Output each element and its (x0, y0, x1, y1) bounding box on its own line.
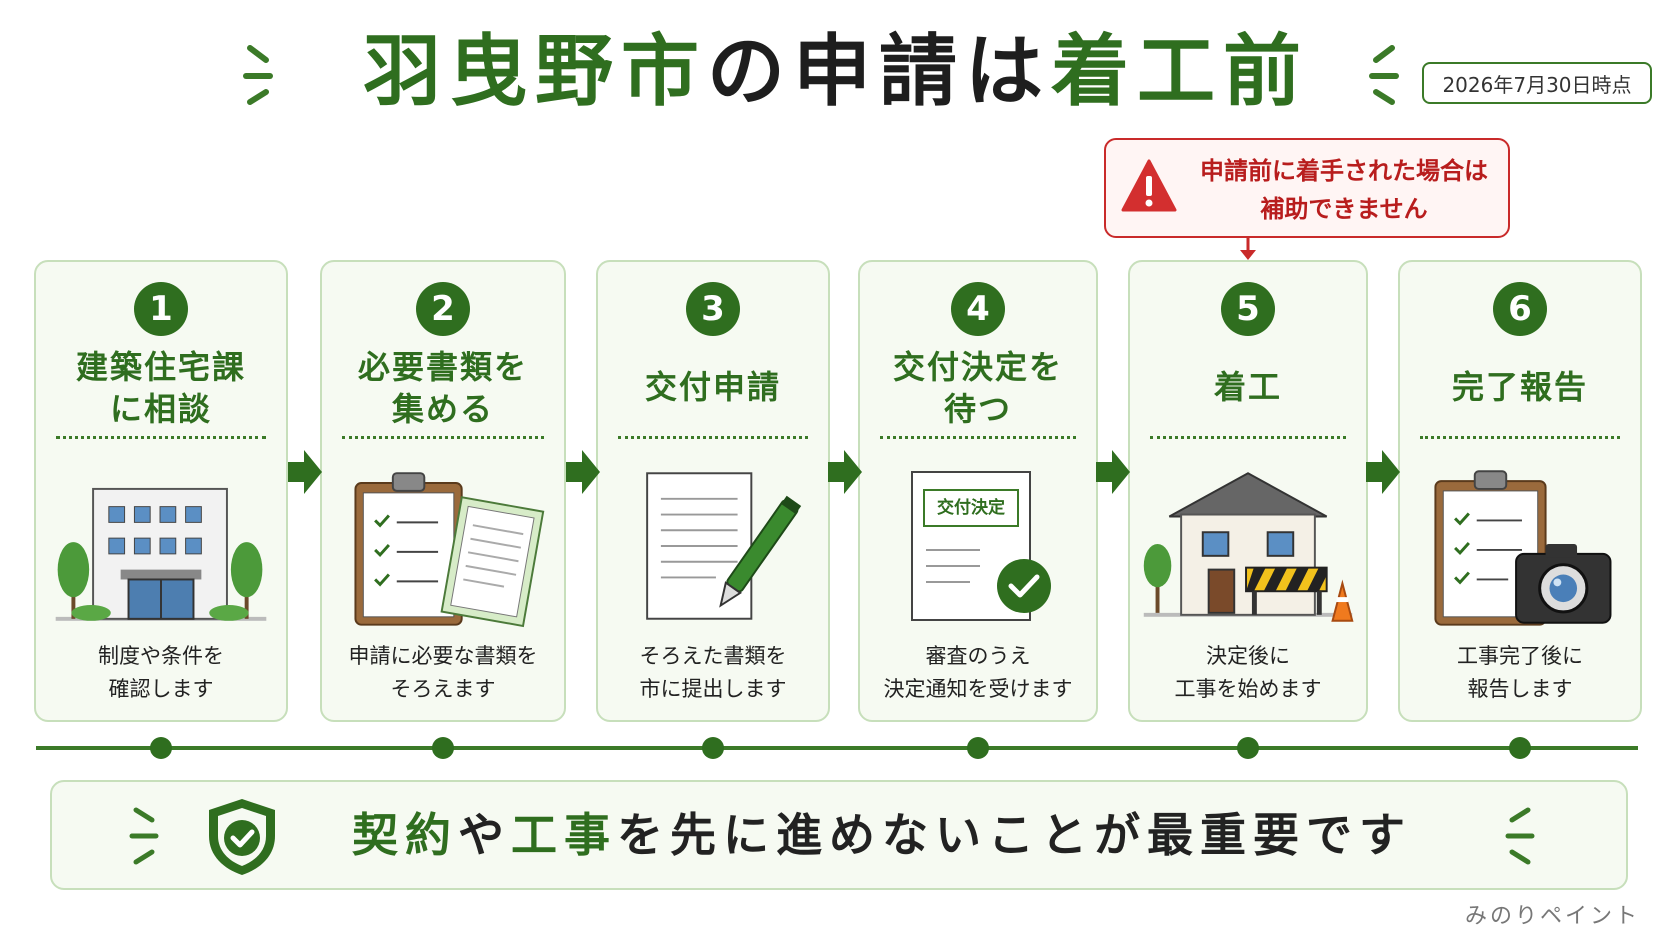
house-construction-icon (1143, 472, 1354, 622)
step-card-5: 5 着工 決定後に 工事を始めます (1128, 260, 1368, 722)
step-title: 完了報告 (1400, 366, 1640, 408)
step-description: 制度や条件を 確認します (36, 640, 286, 706)
step-desc-line2: そろえます (390, 677, 496, 701)
step-card-1: 1 建築住宅課 に相談 制度や条件を 確認します (34, 260, 288, 722)
timeline-dot (150, 737, 172, 759)
step-desc-line1: 審査のうえ (925, 644, 1031, 668)
step-desc-line1: 決定後に (1206, 644, 1290, 668)
step-title-line1: 交付申請 (644, 368, 781, 406)
bottom-text-part: や (458, 808, 511, 862)
step-number: 4 (951, 282, 1005, 336)
step-number: 2 (416, 282, 470, 336)
step-number: 6 (1493, 282, 1547, 336)
step-title-line2: 集める (391, 390, 494, 428)
step-description: そろえた書類を 市に提出します (598, 640, 828, 706)
step-description: 決定後に 工事を始めます (1130, 640, 1366, 706)
bottom-message: 契約や工事を先に進めないことが最重要です (352, 782, 1502, 888)
step-desc-line1: 制度や条件を (98, 644, 224, 668)
arrow-right-icon (288, 450, 322, 494)
step-title: 建築住宅課 に相談 (36, 346, 286, 430)
timeline-dot (702, 737, 724, 759)
warning-line1: 申請前に着手された場合は (1200, 157, 1488, 185)
step-title: 交付決定を 待つ (860, 346, 1096, 430)
step-title-line1: 建築住宅課 (75, 348, 246, 386)
divider (880, 436, 1076, 439)
arrow-right-icon (566, 450, 600, 494)
step-card-2: 2 必要書類を 集める 申請に必要な書類を そろえます (320, 260, 566, 722)
step-title-line2: 待つ (943, 390, 1012, 428)
page-title: 羽曳野市の申請は着工前 (0, 22, 1672, 122)
footer-brand: みのりペイント (1464, 904, 1640, 929)
step-title-line1: 必要書類を (357, 348, 528, 386)
sparkle-right-icon (1369, 45, 1399, 105)
step-description: 工事完了後に 報告します (1400, 640, 1640, 706)
step-title-line1: 完了報告 (1451, 368, 1588, 406)
divider (1420, 436, 1620, 439)
clipboard-camera-icon (1434, 470, 1612, 626)
sparkle-right-icon (1505, 807, 1535, 865)
bottom-message-box: 契約や工事を先に進めないことが最重要です (50, 780, 1628, 890)
title-emphasis: 着工前 (1051, 27, 1310, 117)
arrow-right-icon (1096, 450, 1130, 494)
step-card-6: 6 完了報告 工事完了後に 報告します (1398, 260, 1642, 722)
title-city: 羽曳野市 (362, 27, 707, 117)
step-number: 1 (134, 282, 188, 336)
step-desc-line2: 工事を始めます (1174, 677, 1322, 701)
warning-box: 申請前に着手された場合は 補助できません (1104, 138, 1510, 238)
step-title-line1: 着工 (1213, 368, 1282, 406)
timeline-dot (1237, 737, 1259, 759)
step-card-3: 3 交付申請 そろえた書類を 市に提出します (596, 260, 830, 722)
step-title: 交付申請 (598, 366, 828, 408)
warning-pointer-icon (1240, 238, 1256, 260)
warning-triangle-icon (1121, 159, 1177, 212)
step-title-line1: 交付決定を (892, 348, 1063, 386)
timeline-line (36, 746, 1638, 750)
warning-text: 申請前に着手された場合は 補助できません (1186, 152, 1502, 228)
step-desc-line2: 報告します (1467, 677, 1573, 701)
divider (1150, 436, 1346, 439)
sparkle-left-icon (243, 45, 273, 105)
shield-check-icon (209, 799, 275, 875)
building-icon (55, 487, 267, 621)
approval-document-graphic (911, 471, 1051, 621)
step-desc-line2: 確認します (108, 677, 214, 701)
arrow-right-icon (1366, 450, 1400, 494)
step-desc-line2: 決定通知を受けます (883, 677, 1073, 701)
step-card-4: 4 交付決定を 待つ 交付決定 審査のうえ 決定通知を受けます (858, 260, 1098, 722)
warning-line2: 補助できません (1260, 195, 1428, 223)
approval-stamp-label: 交付決定 (937, 498, 1005, 518)
bottom-text-part: を先に進めないことが最重要です (617, 808, 1412, 862)
step-desc-line1: そろえた書類を (639, 644, 787, 668)
step-number: 5 (1221, 282, 1275, 336)
approval-document-icon: 交付決定 (860, 458, 1096, 634)
divider (618, 436, 808, 439)
step-number: 3 (686, 282, 740, 336)
step-title: 必要書類を 集める (322, 346, 564, 430)
arrow-right-icon (828, 450, 862, 494)
step-desc-line2: 市に提出します (639, 677, 787, 701)
step-desc-line1: 工事完了後に (1457, 644, 1583, 668)
divider (342, 436, 544, 439)
bottom-emphasis-construction: 工事 (511, 808, 617, 862)
clipboard-documents-icon (354, 472, 545, 628)
bottom-emphasis-contract: 契約 (352, 808, 458, 862)
title-middle: の申請は (706, 27, 1051, 117)
sparkle-left-icon (129, 807, 159, 865)
divider (56, 436, 266, 439)
step-desc-line1: 申請に必要な書類を (348, 644, 538, 668)
step-title: 着工 (1130, 366, 1366, 408)
step-title-line2: に相談 (109, 390, 212, 428)
timeline-dot (1509, 737, 1531, 759)
step-description: 申請に必要な書類を そろえます (322, 640, 564, 706)
timeline-dot (432, 737, 454, 759)
step-description: 審査のうえ 決定通知を受けます (860, 640, 1096, 706)
date-badge: 2026年7月30日時点 (1422, 62, 1652, 104)
timeline-dot (967, 737, 989, 759)
document-pen-icon (646, 472, 802, 620)
